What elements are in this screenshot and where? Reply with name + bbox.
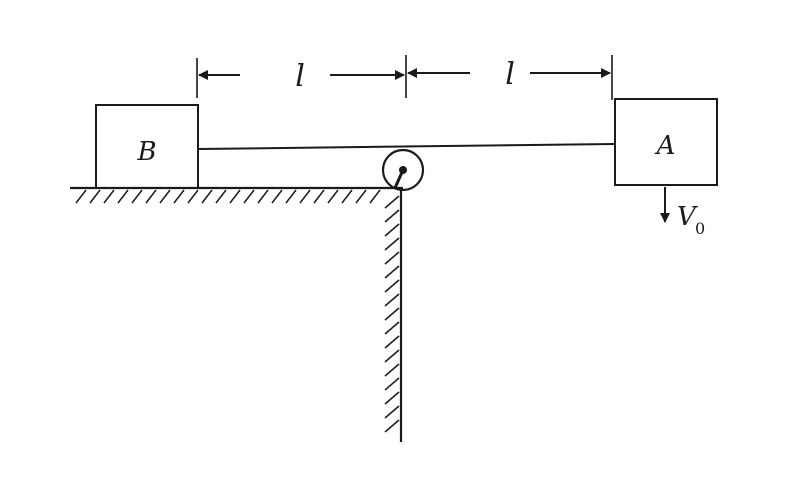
length-label-left: l bbox=[295, 59, 305, 94]
dimension-left: l bbox=[198, 59, 405, 94]
velocity-subscript: 0 bbox=[695, 219, 705, 238]
block-a-label: A bbox=[655, 131, 676, 161]
block-b: B bbox=[95, 104, 199, 189]
dimension-right: l bbox=[407, 57, 611, 92]
wall-surface bbox=[384, 188, 403, 442]
wall-hatching bbox=[384, 195, 400, 433]
velocity-arrow: V 0 bbox=[660, 187, 705, 238]
rope bbox=[197, 143, 616, 150]
block-b-label: B bbox=[136, 137, 156, 167]
block-a: A bbox=[614, 98, 718, 186]
ground-hatching bbox=[75, 189, 381, 204]
velocity-label: V bbox=[677, 202, 698, 232]
dimension-extension-lines bbox=[196, 55, 613, 100]
pulley-icon bbox=[381, 148, 425, 192]
ground-surface bbox=[70, 186, 403, 204]
length-label-right: l bbox=[505, 57, 515, 92]
